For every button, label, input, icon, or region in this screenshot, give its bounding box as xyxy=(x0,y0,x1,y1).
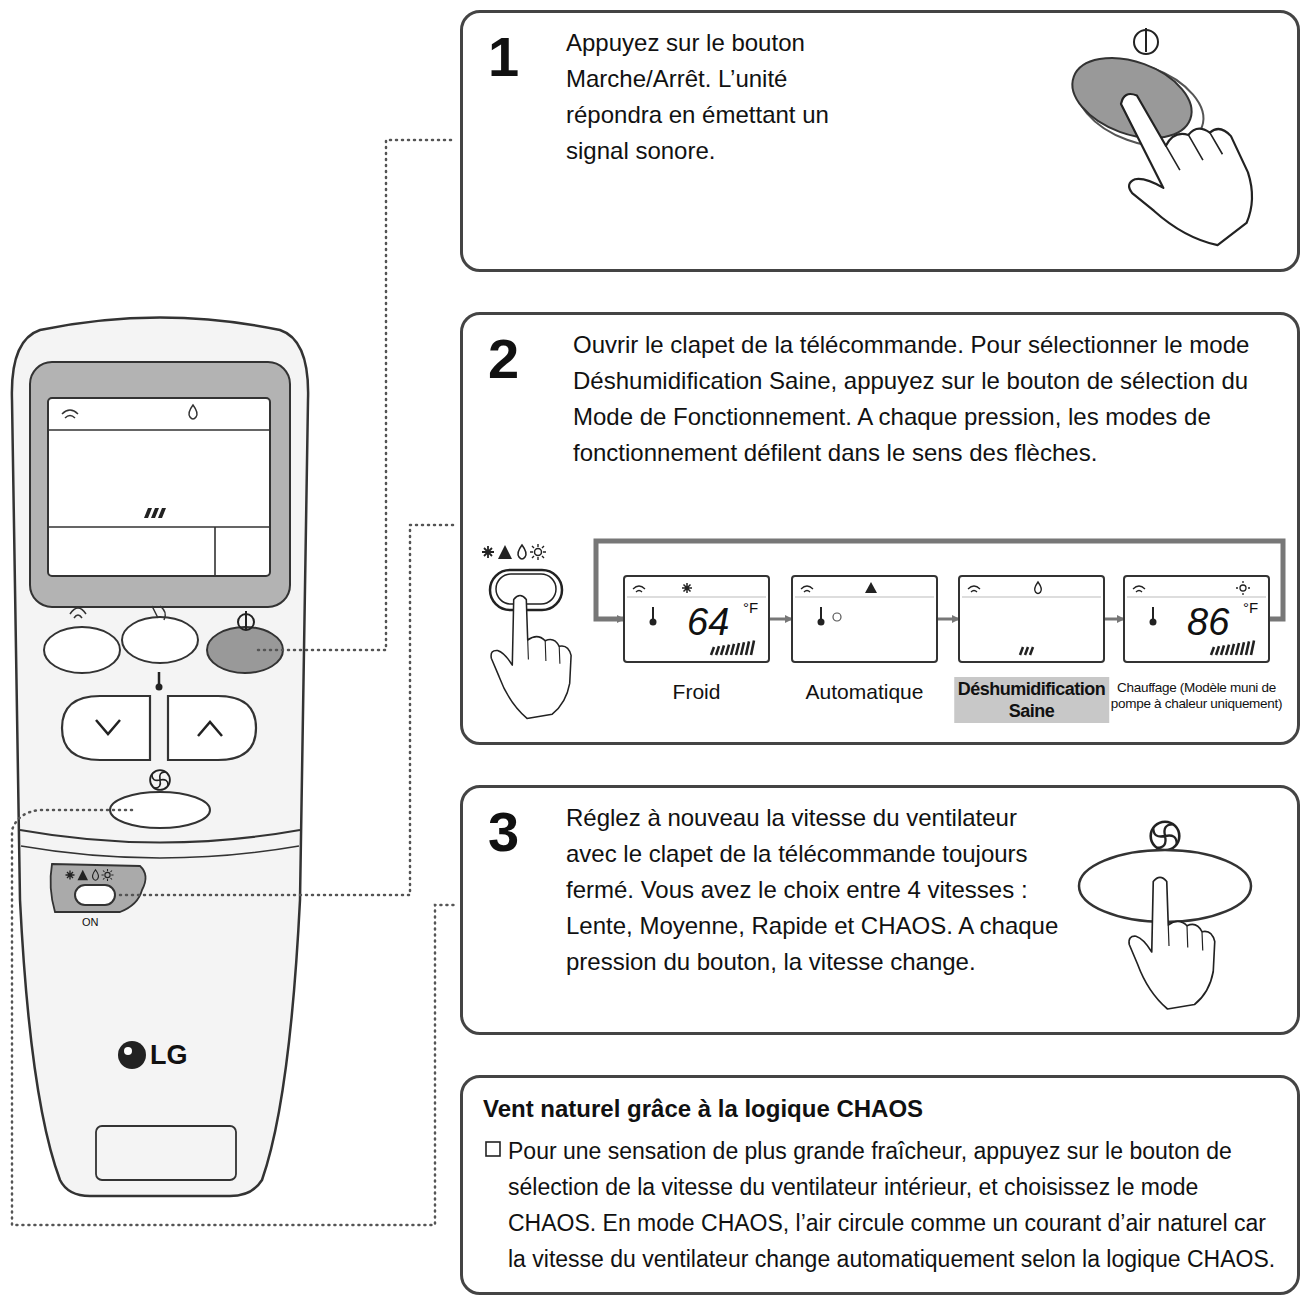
mode-label: Automatique xyxy=(806,679,924,704)
lcd-display: Déshumidification Saine xyxy=(958,575,1105,663)
step-text: Appuyez sur le bouton Marche/Arrêt. L’un… xyxy=(566,25,866,169)
step-number: 1 xyxy=(488,23,519,90)
lcd-graphics xyxy=(791,575,938,663)
mode-arrow xyxy=(770,618,791,621)
step-panel: 3 Réglez à nouveau la vitesse du ventilat… xyxy=(460,785,1300,1035)
temperature-unit: °F xyxy=(743,599,758,617)
button-label: ON xyxy=(82,916,99,928)
lcd-graphics xyxy=(958,575,1105,663)
mode-label: Chauffage (Modèle muni de pompe à chaleu… xyxy=(1111,680,1283,712)
step-number: 2 xyxy=(488,325,519,392)
mode-label: Froid xyxy=(673,679,721,704)
step-panel: 2 Ouvrir le clapet de la télécommande. Po… xyxy=(460,312,1300,745)
lcd-display: Automatique xyxy=(791,575,938,663)
note-panel: Vent naturel grâce à la logique CHAOS Pou… xyxy=(460,1075,1300,1295)
brand-logo: LG xyxy=(150,1040,188,1071)
lcd-display: 64°FFroid xyxy=(623,575,770,663)
step-text: Ouvrir le clapet de la télécommande. Pou… xyxy=(573,327,1263,471)
step-text: Réglez à nouveau la vitesse du ventilate… xyxy=(566,800,1066,980)
mode-arrow xyxy=(938,618,958,621)
mode-arrow xyxy=(1105,618,1123,621)
step-panel: 1 Appuyez sur le bouton Marche/Arrêt. L’u… xyxy=(460,10,1300,272)
lcd-display: 86°FChauffage (Modèle muni de pompe à ch… xyxy=(1123,575,1270,663)
step-number: 3 xyxy=(488,798,519,865)
temperature-value: 86 xyxy=(1187,599,1229,645)
mode-label: Déshumidification Saine xyxy=(954,677,1110,723)
temperature-unit: °F xyxy=(1243,599,1258,617)
temperature-value: 64 xyxy=(687,599,729,645)
note-heading: Vent naturel grâce à la logique CHAOS xyxy=(483,1094,923,1123)
note-text: Pour une sensation de plus grande fraîch… xyxy=(508,1133,1288,1277)
